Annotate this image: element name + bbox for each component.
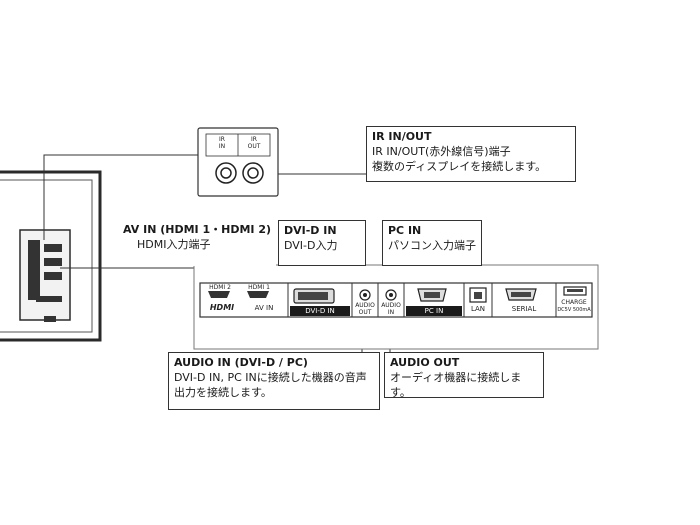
callout-audio-out-line1: オーディオ機器に接続します。 bbox=[390, 371, 522, 399]
callout-pcin-title: PC IN bbox=[388, 224, 422, 237]
callout-dvi-d-in: DVI-D IN DVI-D入力 bbox=[278, 220, 366, 266]
charge-spec-label: DC5V 500mA bbox=[557, 307, 591, 313]
callout-avin-title: AV IN (HDMI 1・HDMI 2) bbox=[123, 223, 272, 236]
callout-audio-out: AUDIO OUT オーディオ機器に接続します。 bbox=[384, 352, 544, 399]
callout-audio-in: AUDIO IN (DVI-D / PC) DVI-D IN, PC INに接続… bbox=[168, 352, 380, 410]
audio-out-label: AUDIO OUT bbox=[355, 302, 375, 316]
charge-label: CHARGE bbox=[561, 299, 587, 306]
callout-audio-out-title: AUDIO OUT bbox=[390, 356, 460, 369]
pc-in-label: PC IN bbox=[406, 306, 462, 316]
callout-audio-in-title: AUDIO IN (DVI-D / PC) bbox=[174, 356, 308, 369]
ir-in-label: IR IN bbox=[218, 136, 226, 150]
callout-avin-line1: HDMI入力端子 bbox=[137, 238, 211, 251]
terminal-panel bbox=[193, 264, 599, 350]
callout-ir-line1: IR IN/OUT(赤外線信号)端子 bbox=[372, 145, 511, 158]
display-body bbox=[0, 170, 102, 342]
callout-av-in: AV IN (HDMI 1・HDMI 2) HDMI入力端子 bbox=[118, 220, 276, 266]
serial-label: SERIAL bbox=[511, 305, 537, 313]
callout-dvid-line1: DVI-D入力 bbox=[284, 239, 338, 252]
callout-pc-in: PC IN パソコン入力端子 bbox=[382, 220, 482, 266]
audio-in-label: AUDIO IN bbox=[381, 302, 401, 316]
dvi-d-in-label: DVI-D IN bbox=[290, 306, 350, 316]
ir-out-label: IR OUT bbox=[247, 136, 261, 150]
hdmi-logo: HDMI bbox=[209, 303, 235, 312]
callout-audio-in-line1: DVI-D IN, PC INに接続した機器の音声 bbox=[174, 371, 367, 384]
callout-audio-in-line2: 出力を接続します。 bbox=[174, 386, 272, 399]
callout-dvid-title: DVI-D IN bbox=[284, 224, 337, 237]
hdmi1-label: HDMI 1 bbox=[248, 284, 270, 291]
hdmi2-label: HDMI 2 bbox=[209, 284, 231, 291]
callout-ir-title: IR IN/OUT bbox=[372, 130, 432, 143]
ir-panel bbox=[197, 127, 279, 197]
av-in-label: AV IN bbox=[254, 304, 274, 312]
callout-ir-in-out: IR IN/OUT IR IN/OUT(赤外線信号)端子 複数のディスプレイを接… bbox=[366, 126, 576, 182]
lan-label: LAN bbox=[470, 305, 486, 313]
callout-pcin-line1: パソコン入力端子 bbox=[388, 239, 476, 252]
callout-ir-line2: 複数のディスプレイを接続します。 bbox=[372, 160, 547, 173]
